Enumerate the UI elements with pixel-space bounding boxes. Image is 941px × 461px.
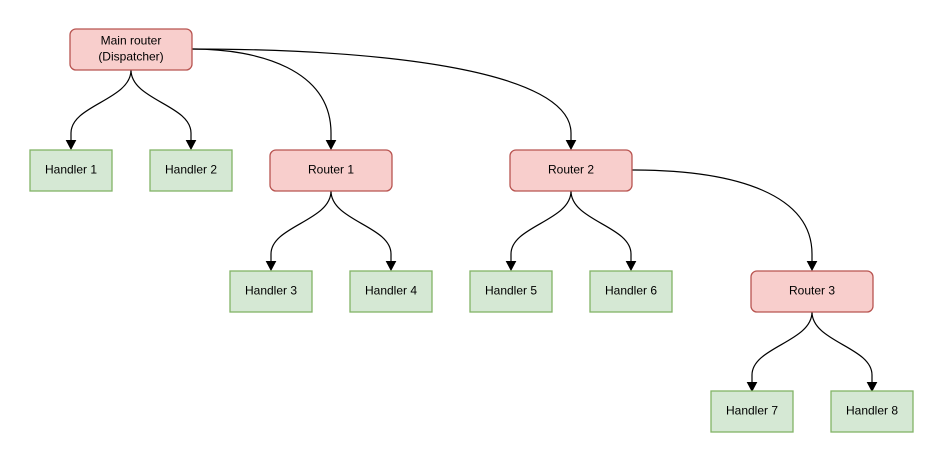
node-box[interactable] xyxy=(149,149,233,192)
edge-line xyxy=(330,190,392,265)
node-box[interactable] xyxy=(349,270,433,313)
node-handler-4[interactable]: Handler 4 xyxy=(349,270,433,313)
edge-main-router-to-handler-1 xyxy=(65,69,132,151)
edge-router-1-to-handler-3 xyxy=(265,190,332,272)
arrow-head-icon xyxy=(385,261,397,272)
edge-line xyxy=(191,48,572,144)
edge-line xyxy=(70,69,132,144)
arrow-head-icon xyxy=(325,140,337,151)
node-handler-6[interactable]: Handler 6 xyxy=(589,270,673,313)
arrow-head-icon xyxy=(806,261,818,272)
node-handler-3[interactable]: Handler 3 xyxy=(229,270,313,313)
node-box[interactable] xyxy=(509,149,633,192)
edge-router-3-to-handler-8 xyxy=(811,311,878,393)
edge-line xyxy=(811,311,873,386)
node-box[interactable] xyxy=(69,28,193,71)
arrow-head-icon xyxy=(505,261,517,272)
edge-router-2-to-handler-5 xyxy=(505,190,572,272)
node-box[interactable] xyxy=(589,270,673,313)
nodes-layer: Main router(Dispatcher) Handler 1 Handler … xyxy=(29,28,914,433)
edge-router-2-to-handler-6 xyxy=(570,190,637,272)
arrow-head-icon xyxy=(625,261,637,272)
node-box[interactable] xyxy=(269,149,393,192)
edge-router-1-to-handler-4 xyxy=(330,190,397,272)
node-box[interactable] xyxy=(469,270,553,313)
arrow-head-icon xyxy=(866,382,878,393)
node-box[interactable] xyxy=(229,270,313,313)
node-box[interactable] xyxy=(750,270,874,313)
edges-layer xyxy=(65,48,878,393)
edge-main-router-to-handler-2 xyxy=(130,69,197,151)
edge-line xyxy=(631,169,813,265)
edge-router-2-to-router-3 xyxy=(631,169,818,272)
edge-line xyxy=(751,311,813,386)
arrow-head-icon xyxy=(185,140,197,151)
node-handler-2[interactable]: Handler 2 xyxy=(149,149,233,192)
arrow-head-icon xyxy=(565,140,577,151)
node-handler-7[interactable]: Handler 7 xyxy=(710,390,794,433)
node-box[interactable] xyxy=(830,390,914,433)
node-main-router[interactable]: Main router(Dispatcher) xyxy=(69,28,193,71)
edge-line xyxy=(570,190,632,265)
arrow-head-icon xyxy=(65,140,77,151)
edge-main-router-to-router-2 xyxy=(191,48,577,151)
arrow-head-icon xyxy=(746,382,758,393)
node-router-2[interactable]: Router 2 xyxy=(509,149,633,192)
node-router-1[interactable]: Router 1 xyxy=(269,149,393,192)
arrow-head-icon xyxy=(265,261,277,272)
node-handler-8[interactable]: Handler 8 xyxy=(830,390,914,433)
edge-line xyxy=(270,190,332,265)
node-box[interactable] xyxy=(710,390,794,433)
edge-main-router-to-router-1 xyxy=(191,48,337,151)
edge-line xyxy=(510,190,572,265)
node-router-3[interactable]: Router 3 xyxy=(750,270,874,313)
edge-router-3-to-handler-7 xyxy=(746,311,813,393)
node-handler-1[interactable]: Handler 1 xyxy=(29,149,113,192)
node-box[interactable] xyxy=(29,149,113,192)
node-handler-5[interactable]: Handler 5 xyxy=(469,270,553,313)
edge-line xyxy=(130,69,192,144)
edge-line xyxy=(191,48,332,144)
